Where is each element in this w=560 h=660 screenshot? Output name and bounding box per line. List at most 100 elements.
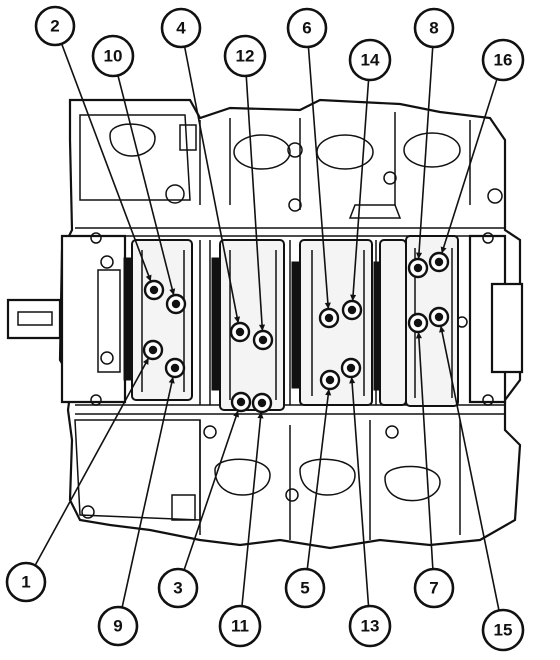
leader-10 <box>117 75 175 296</box>
bolt-8-center <box>413 263 423 273</box>
callout-5-text: 5 <box>300 579 309 598</box>
leader-arrow-13 <box>349 376 356 384</box>
lower-recess-2 <box>299 458 356 496</box>
end-cap-left-hole-2 <box>100 351 114 365</box>
cap-shadow-3 <box>291 261 301 389</box>
leader-arrow-16 <box>440 246 447 254</box>
bolt-15-center <box>434 312 444 322</box>
callout-15-text: 15 <box>494 621 513 640</box>
leader-15 <box>440 325 500 611</box>
leader-arrow-9 <box>168 376 175 384</box>
callout-9-text: 9 <box>113 617 122 636</box>
crankshaft-nose <box>6 298 62 340</box>
cap-shadow-2 <box>211 257 221 391</box>
leader-8 <box>417 46 434 260</box>
lower-rail <box>199 420 461 540</box>
leader-arrow-8 <box>415 252 423 260</box>
callout-13: 13 <box>348 604 392 648</box>
upper-port-3 <box>288 198 302 212</box>
bolt-3-center <box>236 397 246 407</box>
callout-8-text: 8 <box>429 19 438 38</box>
head-bolt-2 <box>90 394 102 406</box>
leader-arrow-12 <box>258 324 266 332</box>
cap-shadow-4 <box>373 261 381 391</box>
callout-11-text: 11 <box>231 617 249 636</box>
leader-arrow-15 <box>439 325 446 333</box>
end-cap-left-hole-1 <box>100 255 114 269</box>
callout-9: 9 <box>97 605 139 647</box>
upper-rail <box>199 112 471 210</box>
head-bolt-3 <box>482 232 494 244</box>
callout-7: 7 <box>413 567 455 609</box>
lower-bracket <box>171 494 196 521</box>
callout-3: 3 <box>157 567 199 609</box>
head-bolt-4 <box>482 394 494 406</box>
leader-4 <box>183 46 240 324</box>
lower-port-3 <box>385 425 399 439</box>
callout-4-text: 4 <box>176 19 186 38</box>
leader-11 <box>241 411 262 607</box>
callout-15: 15 <box>481 608 525 652</box>
callout-3-text: 3 <box>173 579 182 598</box>
callout-2-text: 2 <box>50 17 59 36</box>
callout-2: 2 <box>34 5 76 47</box>
leader-arrow-10 <box>169 288 176 296</box>
callout-5: 5 <box>284 567 326 609</box>
leader-14 <box>351 79 370 302</box>
lower-recess-3 <box>384 465 441 502</box>
leader-lines <box>34 43 500 611</box>
upper-port-1 <box>165 184 185 204</box>
bolt-6-center <box>324 313 334 323</box>
rear-flange <box>490 282 524 374</box>
upper-port-5 <box>487 188 503 204</box>
leader-13 <box>350 376 370 607</box>
upper-bore-3 <box>403 132 461 168</box>
callout-labels: 1 2 3 4 5 6 7 8 9 10 11 12 13 14 15 16 <box>5 5 525 652</box>
lower-port-2 <box>285 488 299 502</box>
leader-1 <box>34 357 150 566</box>
callout-10-text: 10 <box>104 47 123 66</box>
callout-12: 12 <box>223 34 267 78</box>
lower-recess-1 <box>214 458 271 496</box>
upper-port-4 <box>383 171 397 185</box>
leader-arrow-3 <box>233 410 239 418</box>
leader-6 <box>307 46 330 310</box>
leader-arrow-14 <box>350 294 357 302</box>
upper-bore-1 <box>233 134 291 170</box>
leader-5 <box>306 388 330 570</box>
crankshaft-keyway <box>17 311 53 326</box>
bolt-12-center <box>258 335 268 345</box>
upper-bracket-2 <box>179 124 197 151</box>
leader-arrow-7 <box>415 331 422 339</box>
leader-arrow-11 <box>257 411 264 419</box>
callout-11: 11 <box>218 604 262 648</box>
leader-16 <box>440 78 498 254</box>
lower-port-4 <box>81 505 95 519</box>
bolt-1-center <box>148 345 158 355</box>
callout-4: 4 <box>160 7 202 49</box>
callout-10: 10 <box>91 34 135 78</box>
callout-7-text: 7 <box>429 579 438 598</box>
callout-16: 16 <box>481 38 525 82</box>
upper-deck <box>79 114 191 201</box>
bolt-7-center <box>413 318 423 328</box>
leader-arrow-5 <box>325 388 332 396</box>
callout-13-text: 13 <box>361 617 380 636</box>
upper-port-2 <box>287 142 303 158</box>
head-bolt-1 <box>90 232 102 244</box>
cap-shadow-1 <box>123 257 133 381</box>
callout-1: 1 <box>5 561 47 603</box>
leader-9 <box>121 376 174 608</box>
callout-14: 14 <box>348 38 392 82</box>
end-cap-left-inner <box>97 269 121 373</box>
leader-arrow-1 <box>142 357 149 365</box>
bolt-13-center <box>346 363 356 373</box>
bolt-14-center <box>347 305 357 315</box>
leader-7 <box>417 331 434 570</box>
bearing-cap-4 <box>379 239 407 406</box>
leader-arrow-6 <box>324 302 331 310</box>
bearing-cap-bolts <box>142 251 450 414</box>
callout-12-text: 12 <box>236 47 255 66</box>
leader-arrow-4 <box>234 316 241 324</box>
